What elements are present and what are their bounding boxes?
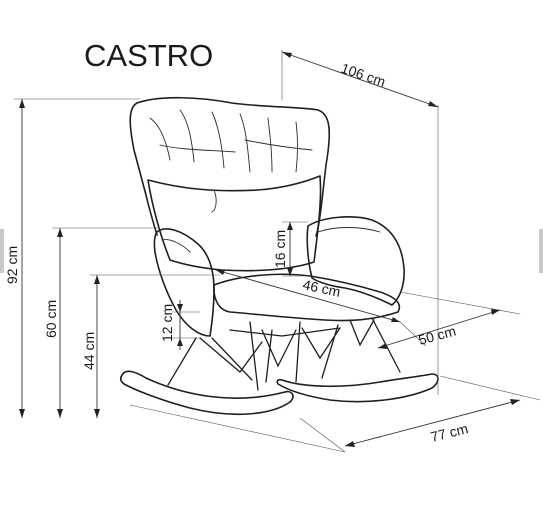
cushion-height-label: 16 cm xyxy=(272,230,288,268)
lumbar-cushion xyxy=(147,175,322,272)
chair-backrest xyxy=(129,96,331,237)
depth-label: 50 cm xyxy=(417,323,458,348)
left-edge-marker xyxy=(0,229,4,273)
seat-thickness-dimension: 12 cm xyxy=(159,300,200,350)
height-label: 92 cm xyxy=(4,246,20,284)
left-rocker-rail xyxy=(119,370,294,415)
right-armrest xyxy=(306,216,405,306)
seat-front-label: 60 cm xyxy=(43,300,59,338)
seat-cushion xyxy=(213,273,401,322)
right-rocker-rail xyxy=(276,373,439,403)
seat-width-label: 46 cm xyxy=(301,276,342,300)
seat-thickness-label: 12 cm xyxy=(159,304,175,342)
rocking-chair-illustration xyxy=(119,96,439,415)
cushion-height-dimension: 16 cm xyxy=(272,221,308,277)
width-label: 106 cm xyxy=(339,60,388,90)
right-edge-marker xyxy=(539,229,543,273)
rocker-length-dimension: 77 cm xyxy=(129,375,541,453)
metal-leg-frame xyxy=(167,317,401,391)
rocker-length-label: 77 cm xyxy=(429,420,470,445)
seat-width-dimension: 46 cm xyxy=(215,269,401,323)
product-title: CASTRO xyxy=(84,38,213,73)
seat-height-label: 44 cm xyxy=(81,332,97,370)
left-armrest xyxy=(153,228,215,337)
seat-front-dimension: 60 cm xyxy=(43,227,160,418)
height-dimension: 92 cm xyxy=(4,98,140,418)
seat-height-dimension: 44 cm xyxy=(81,274,220,418)
depth-dimension: 50 cm xyxy=(377,291,521,349)
